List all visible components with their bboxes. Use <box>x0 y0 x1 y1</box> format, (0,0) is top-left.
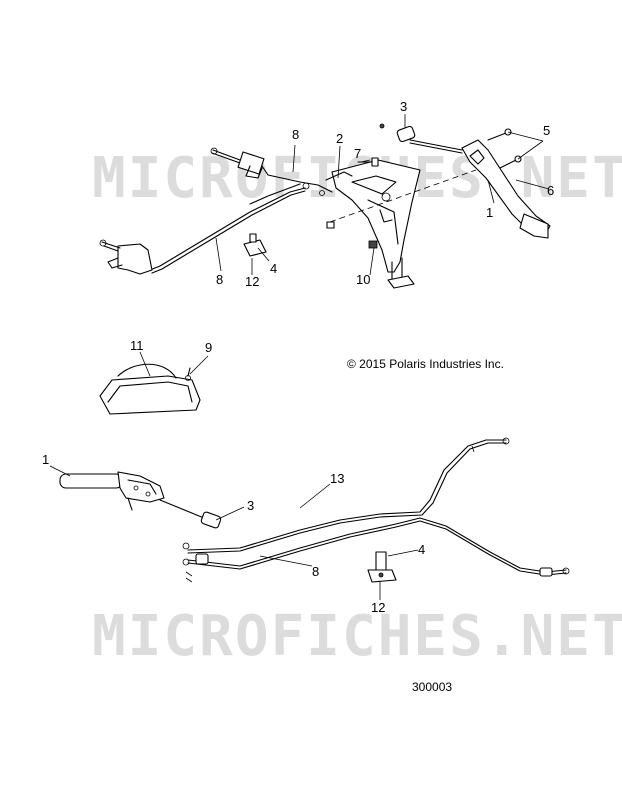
parking-brake-handle-bottom <box>59 471 165 511</box>
callout-6-top: 6 <box>547 183 554 198</box>
callout-12-top: 12 <box>245 274 259 289</box>
callout-9: 9 <box>205 340 212 355</box>
cable-8-bottom <box>187 517 570 577</box>
cable-8-long <box>99 187 306 275</box>
callout-3-top: 3 <box>400 99 407 114</box>
cable-8-upper <box>210 147 333 205</box>
callout-8-top-b: 8 <box>216 272 223 287</box>
callout-13: 13 <box>330 471 344 486</box>
callout-3-bottom: 3 <box>247 498 254 513</box>
leader-11 <box>139 351 151 377</box>
leader-9 <box>189 355 209 375</box>
leaders-bottom <box>49 465 419 600</box>
callout-8-bottom: 8 <box>312 564 319 579</box>
cable-ends-left <box>182 542 209 583</box>
lower-brake-assembly <box>59 437 570 583</box>
upper-brake-assembly <box>99 123 551 289</box>
cable-13 <box>187 437 510 554</box>
callout-8-top-a: 8 <box>292 127 299 142</box>
leaders-top <box>215 114 550 276</box>
figure-number: 300003 <box>412 680 452 694</box>
callout-1-bottom: 1 <box>42 452 49 467</box>
cable-end-3-bottom <box>159 499 222 529</box>
callout-4-bottom: 4 <box>418 542 425 557</box>
callout-11: 11 <box>130 338 144 353</box>
parking-brake-handle-top <box>409 139 551 239</box>
callout-7-top: 7 <box>354 146 361 161</box>
callout-12-bottom: 12 <box>371 600 385 615</box>
bracket-2 <box>325 159 421 289</box>
callout-5-top: 5 <box>543 123 550 138</box>
bolt-7 <box>357 157 379 167</box>
alignment-line <box>329 169 477 223</box>
callout-2-top: 2 <box>336 131 343 146</box>
nut-bracket <box>326 221 335 229</box>
copyright-text: © 2015 Polaris Industries Inc. <box>347 357 504 371</box>
callout-1-top: 1 <box>486 205 493 220</box>
nut-10 <box>368 240 378 249</box>
callout-10: 10 <box>356 272 370 287</box>
callout-4-top: 4 <box>270 261 277 276</box>
clip-4-12-bottom <box>367 551 397 583</box>
boot-assembly <box>99 363 201 415</box>
clip-4-12-top <box>243 233 267 257</box>
cable-end-3-top <box>379 123 416 143</box>
watermark-bottom: MICROFICHES.NET <box>92 604 622 669</box>
